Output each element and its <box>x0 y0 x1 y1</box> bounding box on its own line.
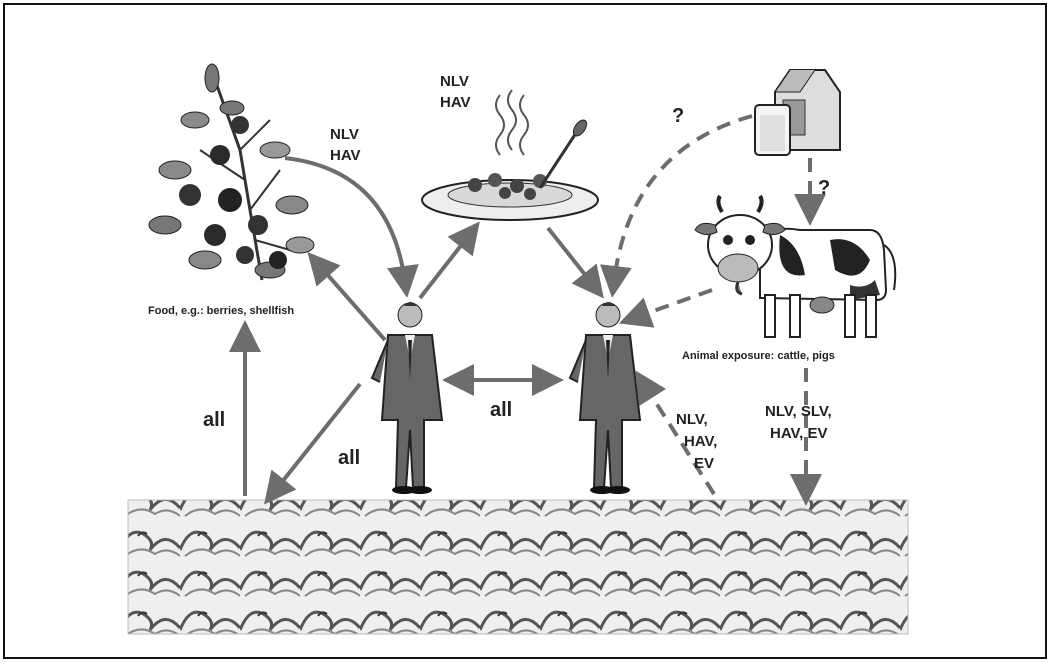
plate-icon <box>421 89 599 221</box>
arrow-food-to-person <box>284 156 419 298</box>
berry-bush-icon <box>148 63 315 281</box>
label-food-arrow-line1: NLV <box>330 126 359 143</box>
label-plate-line1: NLV <box>440 73 469 90</box>
label-animal: Animal exposure: cattle, pigs <box>682 350 835 362</box>
label-animal-water-line2: HAV, EV <box>770 425 828 442</box>
label-question-milk-cow: ? <box>818 177 830 199</box>
arrow-person-to-food <box>307 251 387 342</box>
label-plate-line2: HAV <box>440 94 471 111</box>
sea-waves <box>127 499 909 635</box>
cow-icon <box>694 194 897 338</box>
label-food: Food, e.g.: berries, shellfish <box>148 305 294 317</box>
label-food-arrow-line2: HAV <box>330 147 361 164</box>
arrow-person-to-plate <box>418 221 480 300</box>
arrow-person-to-water <box>264 382 362 505</box>
arrow-plate-to-person <box>546 226 604 299</box>
arrow-milk-to-person <box>600 114 753 298</box>
milk-icon <box>754 69 841 156</box>
label-water-person-line3: EV <box>694 455 714 472</box>
label-all-diagonal: all <box>338 447 360 469</box>
arrow-cow-to-person <box>618 288 713 328</box>
label-water-person-line2: HAV, <box>684 433 717 450</box>
person-left-icon <box>370 302 444 494</box>
label-question-milk-person: ? <box>672 105 684 127</box>
person-right-icon <box>568 302 642 494</box>
label-all-left: all <box>203 409 225 431</box>
label-animal-water-line1: NLV, SLV, <box>765 403 832 420</box>
label-water-person-line1: NLV, <box>676 411 708 428</box>
label-all-between: all <box>490 399 512 421</box>
